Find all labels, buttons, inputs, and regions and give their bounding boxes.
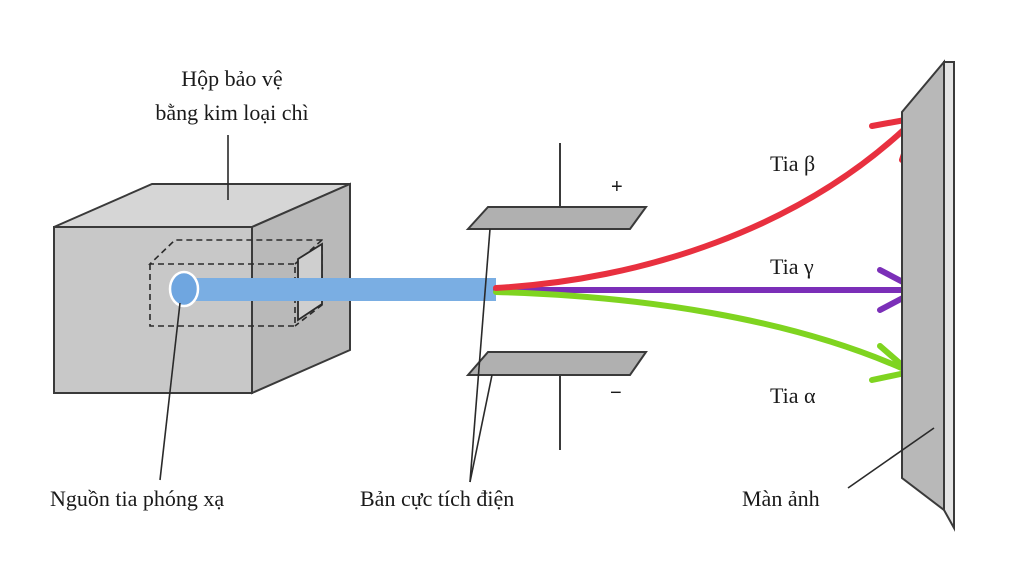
beta-ray	[493, 119, 915, 291]
radiation-source	[168, 270, 200, 308]
top-plate	[465, 206, 648, 230]
bottom-plate	[465, 351, 648, 376]
screen-label: Màn ảnh	[742, 486, 820, 511]
screen-pointer	[847, 427, 935, 489]
pointer-lines	[159, 135, 935, 489]
alpha-ray	[493, 289, 909, 373]
box-front-face	[53, 226, 253, 394]
screen	[901, 59, 955, 532]
screen-face	[901, 59, 945, 513]
plate-pointer-top	[469, 228, 491, 483]
charged-plates: + −	[465, 143, 648, 450]
alpha-ray-label: Tia α	[770, 383, 816, 408]
plus-sign: +	[611, 176, 623, 198]
source-label: Nguồn tia phóng xạ	[50, 486, 224, 511]
plates-label: Bản cực tích điện	[360, 486, 514, 511]
source-pointer	[159, 302, 181, 481]
radiation-beam	[178, 278, 496, 301]
plate-pointer-bottom	[469, 374, 493, 483]
box-label-line2: bằng kim loại chì	[155, 100, 308, 125]
screen-edge	[943, 61, 955, 532]
minus-sign: −	[610, 382, 622, 404]
gamma-ray-label: Tia γ	[770, 254, 814, 279]
inner-chamber-edge	[294, 239, 323, 265]
box-label-line1: Hộp bảo vệ	[181, 66, 282, 91]
lead-box	[53, 182, 351, 395]
inner-chamber-outline	[148, 239, 323, 327]
beta-ray-label: Tia β	[770, 151, 815, 176]
